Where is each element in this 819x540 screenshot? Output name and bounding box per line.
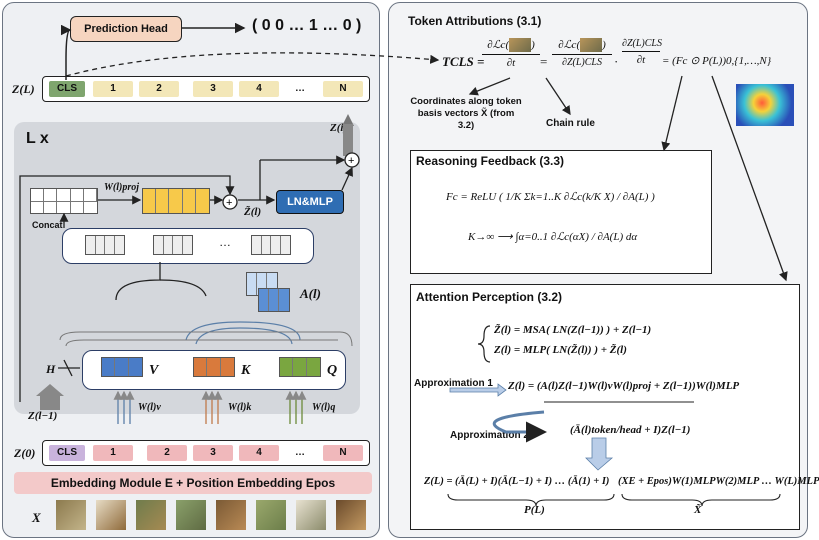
attention-label: A(l) xyxy=(300,286,321,301)
image-patch-6 xyxy=(256,500,286,530)
frac2-num: ∂ℒc( xyxy=(558,39,581,51)
k-grid xyxy=(193,357,235,377)
p-label: P(L) xyxy=(524,504,545,516)
image-patch-1 xyxy=(56,500,86,530)
bottom-token-3: 3 xyxy=(193,445,233,461)
w-proj-grid xyxy=(142,188,210,214)
reasoning-eq2: K→∞ ⟶ ∫α=0..1 ∂ℒc(αX) / ∂A(L) dα xyxy=(468,231,638,243)
z0-label: Z(0) xyxy=(14,446,36,460)
w-k-label: W(l)k xyxy=(228,402,252,413)
head-2 xyxy=(153,235,193,255)
bottom-token-row: CLS 1 2 3 4 … N xyxy=(42,440,370,466)
image-patch-2 xyxy=(96,500,126,530)
heatmap-top xyxy=(736,84,794,126)
attention-perception-box xyxy=(410,284,800,530)
plus-mid-glyph: + xyxy=(226,197,232,209)
bottom-token-n: N xyxy=(323,445,363,461)
bottom-token-cls: CLS xyxy=(49,445,85,461)
frac1-num: ∂ℒc( xyxy=(487,39,510,51)
image-patch-8 xyxy=(336,500,366,530)
image-patch-5 xyxy=(216,500,246,530)
approx1-eq: Z(l) = (A(l)Z(l−1)W(l)vW(l)proj + Z(l−1)… xyxy=(508,380,740,392)
xtilde-label: X̃ xyxy=(694,504,702,516)
tcls-lhs: TCLS = xyxy=(442,54,485,69)
reasoning-eq1: Fc = ReLU ( 1/K Σk=1..K ∂ℒc(k/K X) / ∂A(… xyxy=(446,191,655,203)
prediction-head-box: Prediction Head xyxy=(70,16,182,42)
tcls-rhs: = (Fc ⊙ P(L))0,{1,…,N} xyxy=(662,55,772,67)
w-q-label: W(l)q xyxy=(312,402,336,413)
x-label: X xyxy=(32,510,41,525)
top-token-row: CLS 1 2 3 4 … N xyxy=(42,76,370,102)
reasoning-feedback-title: Reasoning Feedback (3.3) xyxy=(416,154,565,168)
h-label: H xyxy=(46,362,56,376)
approx2-eq: (Ā(l)token/head + I)Z(l−1) xyxy=(570,424,691,436)
top-token-n: N xyxy=(323,81,363,97)
frac-1: ∂ℒc() ∂t xyxy=(482,38,540,69)
bottom-token-1: 1 xyxy=(93,445,133,461)
approx2-label: Approximation 2 xyxy=(450,430,529,441)
frac2-thumb xyxy=(580,38,603,53)
approx1-label: Approximation 1 xyxy=(414,378,493,389)
frac2-den: ∂Z(L)CLS xyxy=(562,57,602,69)
v-label: V xyxy=(149,363,159,378)
att-eq2: Z(l) = MLP( LN(Z̃(l)) ) + Z̃(l) xyxy=(494,344,627,356)
image-patches xyxy=(56,500,366,530)
top-token-1: 1 xyxy=(93,81,133,97)
heads-container: … xyxy=(62,228,314,264)
z-prev-label: Z(l−1) xyxy=(28,410,58,422)
frac1-thumb xyxy=(509,38,532,53)
head-1 xyxy=(85,235,125,255)
image-patch-4 xyxy=(176,500,206,530)
chain-rule-label: Chain rule xyxy=(546,118,595,129)
ln-mlp-box: LN&MLP xyxy=(276,190,344,214)
frac1-den: ∂t xyxy=(506,57,516,70)
bottom-token-2: 2 xyxy=(147,445,187,461)
top-token-cls: CLS xyxy=(49,81,85,97)
top-token-4: 4 xyxy=(239,81,279,97)
embedding-module-box: Embedding Module E + Position Embedding … xyxy=(14,472,372,494)
frac-2: ∂ℒc() ∂Z(L)CLS xyxy=(552,38,612,68)
top-token-ellipsis: … xyxy=(295,83,305,94)
att-eq1: Z̃(l) = MSA( LN(Z(l−1)) ) + Z(l−1) xyxy=(494,324,652,336)
image-patch-7 xyxy=(296,500,326,530)
concat-grid xyxy=(30,188,98,214)
image-patch-3 xyxy=(136,500,166,530)
frac3-num: ∂Z(L)CLS xyxy=(622,38,662,49)
head-3 xyxy=(251,235,291,255)
z-tilde-label: Z̃(l) xyxy=(244,206,262,218)
lx-label: L x xyxy=(26,130,49,147)
z-L-label: Z(L) xyxy=(12,82,35,96)
frac3-den: ∂t xyxy=(636,54,646,66)
final-eq-rhs: (XE + Epos)W(1)MLPW(2)MLP … W(L)MLP xyxy=(618,476,819,487)
final-eq-lhs: Z(L) = (Ā(L) + I)(Ā(L−1) + I) … (Ā(1) + … xyxy=(424,476,610,487)
chain-eq-sign: = xyxy=(540,54,548,69)
w-v-label: W(l)v xyxy=(138,402,161,413)
bottom-token-ellipsis: … xyxy=(295,447,305,458)
vkq-box: V K Q xyxy=(82,350,346,390)
q-label: Q xyxy=(327,363,338,378)
top-token-3: 3 xyxy=(193,81,233,97)
plus-top-glyph: + xyxy=(348,155,354,167)
w-proj-label: W(l)proj xyxy=(104,182,139,193)
attention-map-front xyxy=(258,288,290,312)
concat-label: Concat xyxy=(32,220,63,230)
bottom-token-4: 4 xyxy=(239,445,279,461)
q-grid xyxy=(279,357,321,377)
top-token-2: 2 xyxy=(139,81,179,97)
heads-ellipsis: … xyxy=(219,235,231,249)
v-grid xyxy=(101,357,143,377)
token-attributions-title: Token Attributions (3.1) xyxy=(408,14,542,28)
frac-3: ∂Z(L)CLS ∂t xyxy=(622,38,662,66)
k-label: K xyxy=(241,363,251,378)
chain-dot: · xyxy=(614,54,619,69)
attention-perception-title: Attention Perception (3.2) xyxy=(416,290,563,304)
left-connectors: + + xyxy=(19,22,360,424)
reasoning-feedback-box xyxy=(410,150,712,274)
coordinates-label: Coordinates along token basis vectors X̃… xyxy=(410,96,522,131)
prediction-output: ( 0 0 … 1 … 0 ) xyxy=(252,17,362,34)
